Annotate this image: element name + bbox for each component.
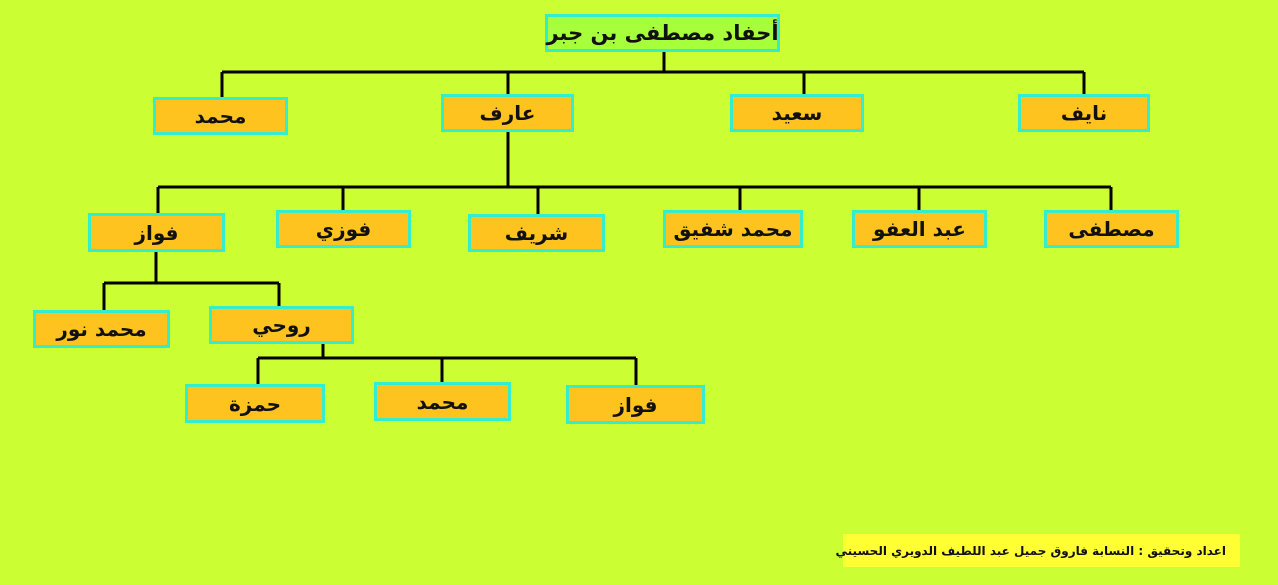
node-hamza: حمزة [185,384,325,423]
node-label: محمد شفيق [673,217,793,241]
node-label: حمزة [228,391,282,416]
node-label: محمد نور [56,317,147,341]
author-credit: اعداد وتحقيق : النسابة فاروق جميل عبد ال… [836,534,1240,567]
node-label: فوزي [315,217,372,241]
node-shareef: شريف [468,214,605,252]
node-fawzi: فوزي [276,210,411,248]
node-rawhi-mohammad: محمد [374,382,511,421]
node-mohammad-shafeeq: محمد شفيق [663,210,803,248]
node-label: روحي [252,313,311,337]
credit-text: اعداد وتحقيق : النسابة فاروق جميل عبد ال… [835,543,1226,558]
node-label: عبد العفو [873,217,966,241]
node-label: عارف [479,101,536,125]
node-abd-alafw: عبد العفو [852,210,987,248]
root-node: أحفاد مصطفى بن جبر [545,14,780,52]
node-label: نايف [1060,101,1108,125]
node-label: سعيد [771,101,823,125]
node-nayef: نايف [1018,94,1150,132]
node-aref: عارف [441,94,574,132]
node-label: فواز [613,392,658,417]
node-fawaz: فواز [88,213,225,252]
node-rawhi-fawaz: فواز [566,385,705,424]
node-rawhi: روحي [209,306,354,344]
node-label: فواز [134,220,179,245]
node-mohammad: محمد [153,97,288,135]
node-label: محمد [194,104,247,128]
root-label: أحفاد مصطفى بن جبر [546,21,779,45]
node-label: مصطفى [1068,217,1155,241]
node-label: محمد [416,389,469,414]
node-mustafa: مصطفى [1044,210,1179,248]
node-mohammad-nour: محمد نور [33,310,170,348]
node-label: شريف [504,221,569,245]
node-saeed: سعيد [730,94,864,132]
